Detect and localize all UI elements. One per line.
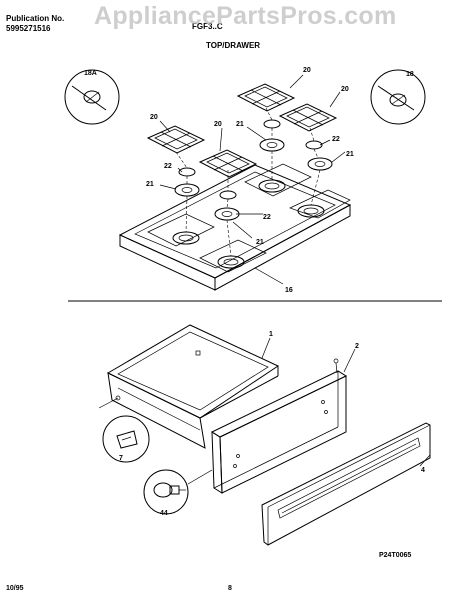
callout-20-d: 20 — [341, 86, 349, 93]
callout-22-a: 22 — [164, 163, 172, 170]
callout-44: 44 — [160, 510, 168, 517]
callout-20-a: 20 — [150, 114, 158, 121]
callout-2: 2 — [355, 343, 359, 350]
callout-22-c: 22 — [332, 136, 340, 143]
burner-rings-22 — [178, 119, 323, 200]
callout-21-b: 21 — [146, 181, 154, 188]
cooktop-16 — [118, 163, 352, 291]
detail-18 — [370, 69, 426, 125]
model-number: FGF3..C — [192, 22, 223, 31]
leaders-top — [159, 74, 346, 285]
callout-20-c: 20 — [303, 67, 311, 74]
callout-22-b: 22 — [263, 214, 271, 221]
detail-18A — [64, 69, 120, 125]
callout-20-b: 20 — [214, 121, 222, 128]
publication-label: Publication No. — [6, 14, 65, 23]
assembly-lines — [175, 107, 321, 257]
callout-18A: 18A — [84, 70, 97, 77]
callout-16: 16 — [285, 287, 293, 294]
detail-44 — [143, 469, 189, 515]
callout-21-a: 21 — [236, 121, 244, 128]
footer-page: 8 — [228, 585, 232, 592]
drawer-front-4 — [261, 422, 431, 546]
callout-4: 4 — [421, 467, 425, 474]
publication-number: 5995271516 — [6, 24, 51, 33]
burner-heads — [172, 179, 325, 269]
footer-date: 10/95 — [6, 585, 24, 592]
callout-21-c: 21 — [256, 239, 264, 246]
leaders-bottom — [98, 337, 431, 485]
grates-20 — [146, 83, 338, 178]
drawer-panel-2 — [210, 358, 348, 494]
section-title: TOP/DRAWER — [206, 41, 261, 50]
callout-1: 1 — [269, 331, 273, 338]
callout-21-d: 21 — [346, 151, 354, 158]
detail-7 — [102, 415, 150, 463]
callout-7: 7 — [119, 455, 123, 462]
drawer-1 — [106, 324, 280, 449]
watermark: AppliancePartsPros.com — [94, 2, 397, 30]
callout-18: 18 — [406, 71, 414, 78]
diagram-code: P24T0065 — [379, 552, 412, 559]
